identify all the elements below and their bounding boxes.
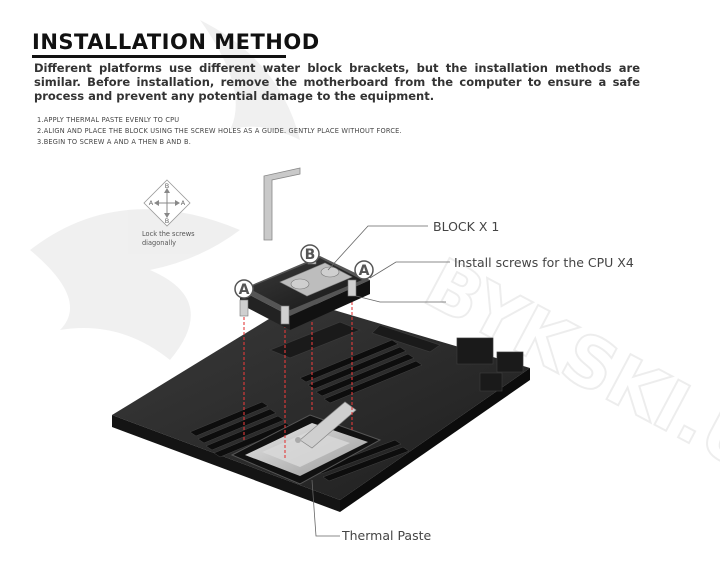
svg-text:A: A bbox=[239, 282, 250, 298]
title-underline bbox=[32, 55, 286, 58]
thermal-paste-tube bbox=[299, 401, 357, 449]
step-item: 1.APPLY THERMAL PASTE EVENLY TO CPU bbox=[37, 116, 180, 124]
screw-label-a-right: A bbox=[354, 260, 374, 280]
callout-thermal-paste: Thermal Paste bbox=[342, 528, 432, 543]
callout-screws: Install screws for the CPU X4 bbox=[454, 255, 634, 270]
allen-key bbox=[263, 167, 301, 241]
svg-text:A: A bbox=[359, 263, 370, 279]
alignment-lines bbox=[243, 262, 353, 460]
lock-note-line: diagonally bbox=[142, 239, 177, 247]
lock-note-line: Lock the screws bbox=[142, 230, 195, 238]
callout-block: BLOCK X 1 bbox=[433, 219, 500, 234]
steps-list: 1.APPLY THERMAL PASTE EVENLY TO CPU 2.AL… bbox=[37, 115, 402, 148]
callout-lines bbox=[311, 225, 450, 537]
step-item: 3.BEGIN TO SCREW A AND A THEN B AND B. bbox=[37, 138, 191, 146]
thermal-paste bbox=[262, 430, 350, 467]
intro-paragraph: Different platforms use different water … bbox=[34, 61, 640, 103]
motherboard bbox=[112, 300, 530, 512]
step-item: 2.ALIGN AND PLACE THE BLOCK USING THE SC… bbox=[37, 127, 402, 135]
screw-label-a-left: A bbox=[234, 279, 254, 299]
svg-text:B: B bbox=[165, 182, 169, 190]
svg-text:B: B bbox=[305, 247, 316, 263]
lock-note: Lock the screws diagonally bbox=[142, 230, 195, 248]
svg-text:A: A bbox=[149, 199, 154, 207]
svg-text:A: A bbox=[181, 199, 186, 207]
lock-diagonal-icon: B A A B bbox=[143, 179, 191, 227]
page-title: INSTALLATION METHOD bbox=[32, 30, 320, 54]
svg-text:B: B bbox=[165, 217, 169, 225]
screw-label-b: B bbox=[300, 244, 320, 264]
